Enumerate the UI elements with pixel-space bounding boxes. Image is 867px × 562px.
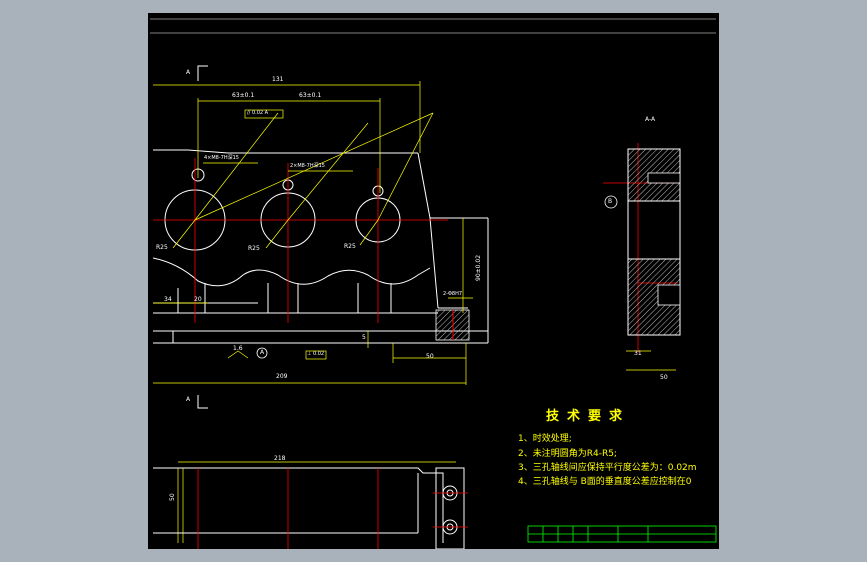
drawing-border: [150, 18, 716, 34]
hole-note-2: 2×M8-7H深15: [290, 163, 325, 169]
datum-tags: [256, 195, 618, 359]
dim-offset-right: 50: [426, 353, 434, 360]
dim-hole-spacing-1: 63±0.1: [232, 92, 255, 99]
section-marks: [197, 65, 208, 409]
dim-length-bottom: 209: [276, 373, 288, 380]
roughness-value: 1.6: [233, 345, 243, 352]
requirement-item-3: 3、三孔轴线间应保持平行度公差为：0.02m: [518, 463, 697, 473]
dim-bottom-length: 218: [274, 455, 286, 462]
drawing-canvas: A A A-A B A 131 63±0.1 63±0.1 // 0.02 A …: [148, 13, 719, 549]
dim-radius-1: R25: [156, 244, 168, 251]
perpendicularity-frame: ⊥ 0.02: [307, 351, 325, 357]
dim-hole-spacing-2: 63±0.1: [299, 92, 322, 99]
pin-note: 2-Φ8H7: [443, 291, 463, 297]
section-label-top: A: [186, 69, 191, 76]
dim-top-width: 131: [272, 76, 284, 83]
section-label-bottom: A: [186, 396, 191, 403]
section-view: [627, 148, 681, 336]
dim-base-small: 20: [194, 296, 202, 303]
tolerance-frame: // 0.02 A: [247, 110, 269, 116]
dim-5: 5: [362, 334, 366, 341]
dim-bottom-height: 50: [169, 493, 176, 501]
bottom-view: [153, 467, 465, 549]
cad-drawing: [150, 18, 717, 549]
bottom-center-lines: [197, 468, 468, 549]
dim-section-width: 50: [660, 374, 668, 381]
title-block: [527, 525, 717, 543]
requirements-title: 技术要求: [546, 409, 631, 424]
dim-left-small: 34: [164, 296, 172, 303]
dimension-lines: [153, 81, 676, 543]
dim-radius-3: R25: [344, 243, 356, 250]
requirement-item-4: 4、三孔轴线与 B面的垂直度公差应控制在0: [518, 477, 692, 487]
section-view-title: A-A: [645, 116, 656, 123]
requirement-item-2: 2、未注明圆角为R4-R5;: [518, 449, 617, 459]
center-lines: [153, 143, 678, 353]
dim-section-inner: 31: [634, 350, 642, 357]
dim-radius-2: R25: [248, 245, 260, 252]
datum-label-b: B: [608, 198, 613, 205]
requirement-item-1: 1、时效处理;: [518, 434, 572, 444]
hole-note-1: 4×M8-7H深15: [204, 155, 239, 161]
datum-label-a: A: [260, 349, 265, 356]
dim-height-right: 90±0.02: [475, 254, 482, 281]
